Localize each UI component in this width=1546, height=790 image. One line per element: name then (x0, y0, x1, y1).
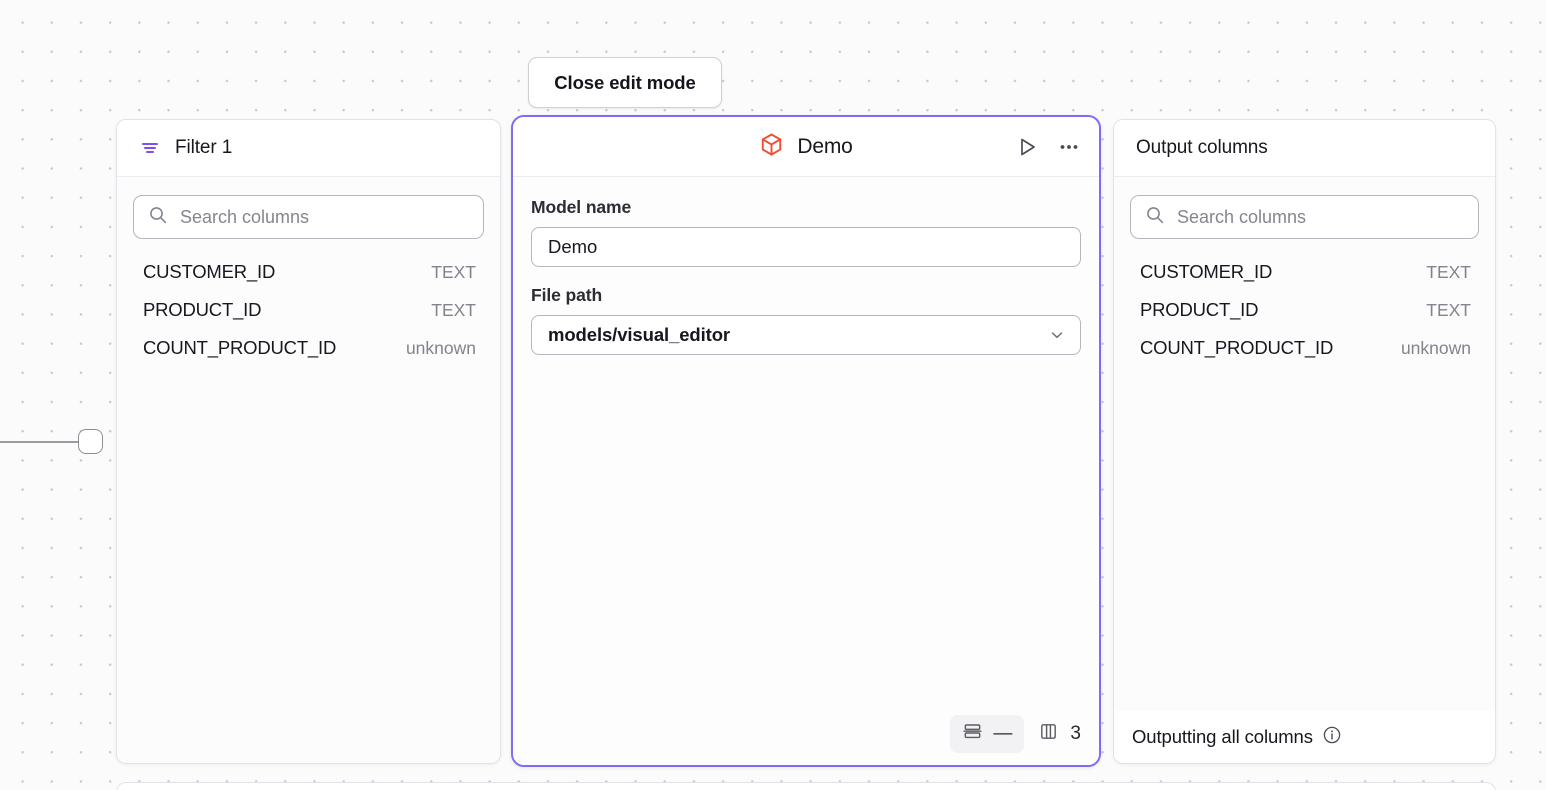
search-icon (148, 205, 168, 230)
file-path-label: File path (531, 285, 603, 305)
filter-search-box[interactable] (133, 195, 484, 239)
output-panel-body: CUSTOMER_ID TEXT PRODUCT_ID TEXT COUNT_P… (1114, 177, 1495, 711)
edge-connector-handle[interactable] (78, 429, 103, 454)
table-row[interactable]: PRODUCT_ID TEXT (143, 299, 484, 337)
output-panel-footer: Outputting all columns (1114, 711, 1495, 763)
column-name: COUNT_PRODUCT_ID (1140, 337, 1334, 358)
output-panel-header: Output columns (1114, 120, 1495, 177)
columns-icon (1038, 721, 1059, 747)
filter-panel-header: Filter 1 (117, 120, 500, 177)
column-type: TEXT (1426, 262, 1471, 282)
column-name: PRODUCT_ID (143, 299, 262, 320)
model-card-header: Demo (513, 117, 1099, 177)
column-name: CUSTOMER_ID (143, 261, 276, 282)
filter-icon (139, 137, 161, 159)
table-row[interactable]: COUNT_PRODUCT_ID unknown (1140, 337, 1479, 375)
model-node-card[interactable]: Demo Model name (511, 115, 1101, 767)
column-type: unknown (1400, 338, 1471, 358)
file-path-select[interactable]: models/visual_editor (531, 315, 1081, 355)
column-type: TEXT (431, 300, 476, 320)
table-row[interactable]: CUSTOMER_ID TEXT (143, 261, 484, 299)
filter-panel-body: CUSTOMER_ID TEXT PRODUCT_ID TEXT COUNT_P… (117, 177, 500, 763)
column-type: TEXT (431, 262, 476, 282)
file-path-value: models/visual_editor (548, 324, 731, 345)
model-card-body: Model name File path models/visual_edito… (513, 177, 1099, 765)
column-count-group[interactable]: 3 (1038, 721, 1085, 747)
info-icon[interactable] (1322, 725, 1342, 750)
cube-icon (759, 132, 784, 162)
ellipsis-icon[interactable] (1057, 135, 1081, 159)
output-search-input[interactable] (1177, 206, 1464, 228)
column-type: unknown (405, 338, 476, 358)
filter-panel[interactable]: Filter 1 CUSTOMER_ID TEXT PRODUCT_ID (116, 119, 501, 764)
row-count-value: — (993, 723, 1013, 744)
filter-search-input[interactable] (180, 206, 469, 228)
filter-panel-title: Filter 1 (175, 137, 233, 158)
table-row[interactable]: COUNT_PRODUCT_ID unknown (143, 337, 484, 375)
row-count-pill[interactable]: — (950, 715, 1025, 753)
output-search-box[interactable] (1130, 195, 1479, 239)
column-type: TEXT (1426, 300, 1471, 320)
model-name-input[interactable] (548, 236, 1064, 258)
partial-node-below[interactable] (116, 782, 1496, 790)
table-row[interactable]: CUSTOMER_ID TEXT (1140, 261, 1479, 299)
model-card-footer: — 3 (950, 715, 1085, 753)
output-column-list: CUSTOMER_ID TEXT PRODUCT_ID TEXT COUNT_P… (1130, 261, 1479, 375)
play-icon[interactable] (1015, 135, 1039, 159)
output-columns-panel[interactable]: Output columns CUSTOMER_ID TEXT PRODU (1113, 119, 1496, 764)
rows-icon (962, 721, 983, 747)
column-count-value: 3 (1070, 723, 1081, 744)
column-name: COUNT_PRODUCT_ID (143, 337, 337, 358)
column-name: CUSTOMER_ID (1140, 261, 1273, 282)
output-panel-title: Output columns (1136, 137, 1268, 158)
chevron-down-icon (1048, 326, 1066, 344)
model-card-title: Demo (797, 134, 853, 158)
search-icon (1145, 205, 1165, 230)
close-edit-mode-button[interactable]: Close edit mode (528, 57, 722, 108)
table-row[interactable]: PRODUCT_ID TEXT (1140, 299, 1479, 337)
output-footer-label: Outputting all columns (1132, 726, 1313, 747)
column-name: PRODUCT_ID (1140, 299, 1259, 320)
flow-edge (0, 441, 80, 443)
model-name-field[interactable] (531, 227, 1081, 267)
filter-column-list: CUSTOMER_ID TEXT PRODUCT_ID TEXT COUNT_P… (133, 261, 484, 375)
model-name-label: Model name (531, 197, 632, 217)
